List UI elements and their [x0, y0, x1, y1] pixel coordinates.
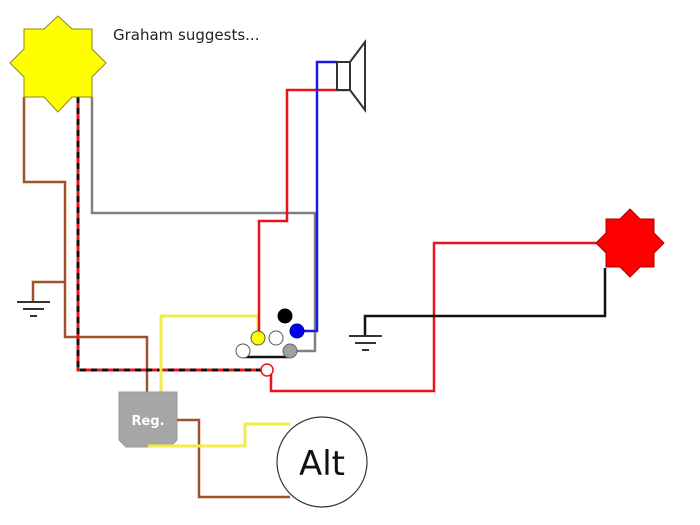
black-ground-wire [363, 268, 607, 336]
pin-white-left[interactable] [235, 343, 251, 359]
horn-icon [336, 39, 366, 113]
red-black-dashed-wire [76, 97, 262, 372]
red-horn-wire [257, 88, 350, 332]
brown-wire [22, 97, 149, 393]
red-lamp-icon [595, 208, 665, 278]
brown-alt-wire [177, 418, 290, 499]
caption: Graham suggests... [113, 26, 260, 44]
regulator-label: Reg. [131, 414, 164, 429]
ground-symbol-right [349, 335, 382, 351]
ground-symbol-left [17, 301, 50, 317]
alternator: Alt [276, 416, 368, 508]
pin-white[interactable] [268, 330, 284, 346]
pin-red-white[interactable] [260, 363, 274, 377]
regulator: Reg. [118, 391, 178, 448]
pin-blue[interactable] [289, 323, 305, 339]
gray-wire [90, 97, 317, 353]
yellow-lamp-icon [9, 15, 107, 113]
pin-gray[interactable] [282, 343, 298, 359]
yellow-alt-wire [148, 422, 290, 448]
alternator-label: Alt [299, 444, 345, 484]
blue-horn-wire [297, 60, 337, 333]
pin-yellow[interactable] [250, 330, 266, 346]
brown-ground-wire [31, 280, 65, 302]
dash-overlay [76, 97, 262, 372]
pin-black[interactable] [277, 308, 293, 324]
